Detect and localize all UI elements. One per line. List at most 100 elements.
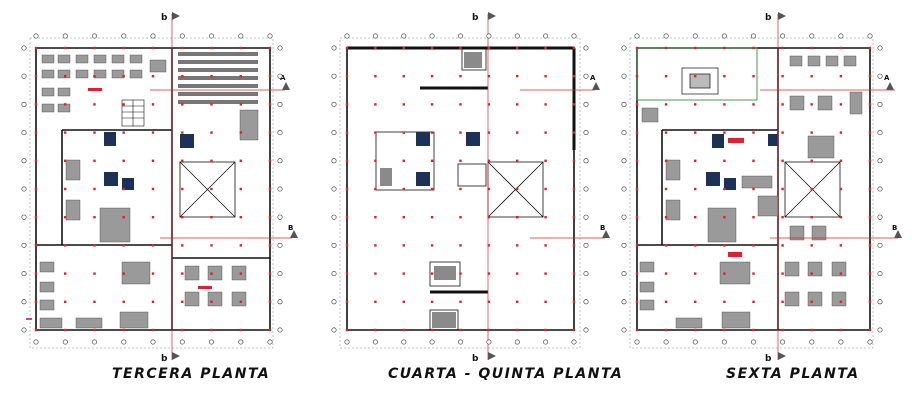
column-marker xyxy=(239,159,242,162)
column-marker xyxy=(151,187,155,191)
column-marker xyxy=(723,159,726,162)
column-marker xyxy=(402,131,405,134)
axis-bubble xyxy=(583,242,589,248)
column-marker xyxy=(34,46,38,50)
column-marker xyxy=(122,159,125,162)
axis-bubble xyxy=(877,242,883,248)
column-marker xyxy=(374,328,377,332)
column-marker xyxy=(752,159,755,162)
section-mark-right-top: A xyxy=(884,74,890,82)
column-marker xyxy=(839,131,843,134)
column-marker xyxy=(268,46,272,50)
axis-bubble xyxy=(401,33,407,39)
axis-bubble xyxy=(372,33,378,39)
column-marker xyxy=(487,159,491,162)
column-marker xyxy=(868,131,872,134)
column-marker xyxy=(151,46,155,50)
axis-bubble xyxy=(583,327,589,333)
column-marker xyxy=(839,46,843,50)
column-marker xyxy=(93,300,96,303)
column-marker xyxy=(516,159,519,162)
column-marker xyxy=(34,187,38,191)
column-marker xyxy=(268,244,272,247)
column-marker xyxy=(723,244,726,247)
column-marker xyxy=(694,46,697,50)
column-marker xyxy=(151,328,155,332)
column-marker xyxy=(93,244,96,247)
column-marker xyxy=(239,300,242,303)
column-marker xyxy=(345,131,349,134)
column-marker xyxy=(516,187,519,191)
column-marker xyxy=(664,244,668,247)
column-marker xyxy=(268,187,272,191)
column-marker xyxy=(402,272,405,275)
red-notes xyxy=(728,138,744,257)
column-marker xyxy=(723,103,726,106)
auditorium-seating xyxy=(178,52,258,104)
column-marker xyxy=(64,187,67,191)
axis-bubble xyxy=(267,339,273,345)
column-marker xyxy=(810,159,813,162)
column-marker xyxy=(181,216,184,219)
column-marker xyxy=(544,300,547,303)
column-marker xyxy=(181,300,184,303)
column-marker xyxy=(459,75,462,78)
column-marker xyxy=(810,131,813,134)
axis-bubble xyxy=(150,33,156,39)
column-marker xyxy=(752,300,755,303)
axis-bubble xyxy=(514,33,520,39)
column-marker xyxy=(268,328,272,332)
column-marker xyxy=(694,159,697,162)
column-marker xyxy=(374,75,377,78)
column-marker xyxy=(402,216,405,219)
column-marker xyxy=(664,272,668,275)
column-marker xyxy=(572,187,576,191)
column-marker xyxy=(93,75,96,78)
axis-bubble xyxy=(486,33,492,39)
axis-bubble xyxy=(121,339,127,345)
axis-bubble xyxy=(21,130,27,136)
column-marker xyxy=(664,328,668,332)
section-lines xyxy=(150,14,292,360)
axis-bubble xyxy=(21,242,27,248)
column-marker xyxy=(345,103,349,106)
axis-bubble xyxy=(877,130,883,136)
column-marker xyxy=(181,272,184,275)
column-marker xyxy=(635,328,639,332)
column-marker xyxy=(210,75,213,78)
column-marker xyxy=(122,103,125,106)
column-marker xyxy=(868,328,872,332)
axis-bubble xyxy=(583,214,589,220)
axis-bubble xyxy=(21,101,27,107)
column-marker xyxy=(487,244,491,247)
column-marker xyxy=(181,103,184,106)
column-marker xyxy=(345,244,349,247)
column-marker xyxy=(459,216,462,219)
axis-bubble xyxy=(571,33,577,39)
column-marker xyxy=(64,244,67,247)
column-marker xyxy=(664,131,668,134)
column-marker xyxy=(151,159,155,162)
column-marker xyxy=(781,272,784,275)
column-marker xyxy=(268,272,272,275)
column-marker xyxy=(572,103,576,106)
column-marker xyxy=(93,187,96,191)
column-marker xyxy=(723,300,726,303)
column-marker xyxy=(210,216,213,219)
axis-bubble xyxy=(277,214,283,220)
column-marker xyxy=(781,159,784,162)
axis-bubble xyxy=(331,214,337,220)
axis-bubble xyxy=(331,158,337,164)
column-marker xyxy=(781,328,784,332)
axis-bubble xyxy=(583,271,589,277)
axis-bubble xyxy=(621,242,627,248)
column-marker xyxy=(544,159,547,162)
column-marker xyxy=(635,159,639,162)
column-marker xyxy=(122,244,125,247)
column-marker xyxy=(752,216,755,219)
column-marker xyxy=(810,328,813,332)
plan-sexta-planta: b b A B xyxy=(629,12,902,364)
axis-bubble xyxy=(277,327,283,333)
column-marker xyxy=(544,46,547,50)
column-marker xyxy=(374,103,377,106)
